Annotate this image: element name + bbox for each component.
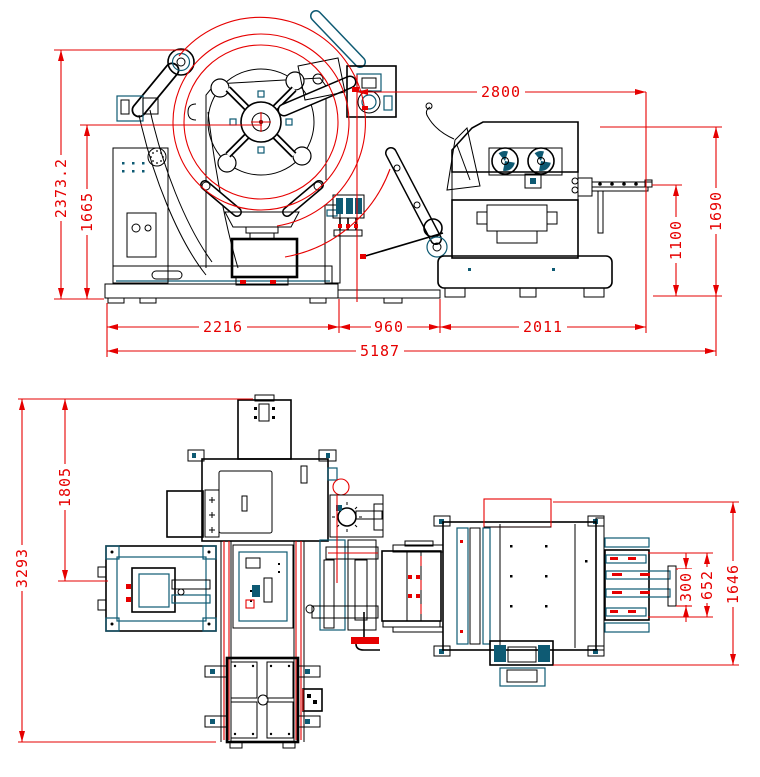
press-arm: [277, 10, 366, 117]
dim-label-1690: 1690: [707, 188, 725, 234]
control-cabinet: [112, 147, 169, 284]
handwheel-right: [527, 147, 555, 175]
coil-od-circles: [172, 16, 391, 258]
dim-text-passline-height: 1100: [667, 220, 685, 260]
dim-label-1805: 1805: [56, 464, 74, 510]
dim-label-652: 652: [698, 567, 716, 603]
hold-down-arm: [116, 48, 213, 276]
straightener-machine: [437, 121, 613, 298]
plan-feeder-head: [237, 394, 292, 460]
dim-label-2216: 2216: [199, 318, 247, 336]
dim-text-cassette-span: 652: [698, 570, 716, 600]
dim-text-straightener-width: 1646: [724, 564, 742, 604]
coil-car: [200, 180, 324, 286]
plan-roller-cassette: [595, 517, 677, 651]
plan-oiler-stand: [351, 612, 380, 651]
plan-pump-box: [302, 688, 323, 712]
dim-label-1665: 1665: [78, 189, 96, 235]
plan-view-dimensions: 3293 1805 1646 652 300: [13, 398, 742, 743]
dim-label-2373: 2373.2: [52, 155, 70, 221]
dim-label-5187: 5187: [356, 342, 404, 360]
side-view: 2373.2 1665 2800 1690 1100 2216: [52, 10, 725, 360]
plan-roll-feed-box: [381, 540, 444, 633]
dim-text-overall-height: 2373.2: [52, 158, 70, 218]
plan-feed-rails: [204, 541, 321, 749]
exit-table: [577, 177, 653, 234]
handwheel-left: [491, 147, 519, 175]
mandrel-hub: [207, 68, 315, 176]
plan-view: 3293 1805 1646 652 300: [13, 394, 742, 749]
dim-label-3293: 3293: [13, 545, 31, 591]
dim-text-straightener-height: 1690: [707, 191, 725, 231]
dim-text-mandrel-height: 1665: [78, 192, 96, 232]
dim-text-overall-depth: 3293: [13, 548, 31, 588]
dim-label-300: 300: [677, 569, 695, 605]
decoiler-base: [104, 265, 441, 304]
plan-main-block: [166, 449, 338, 542]
plan-drive-unit: [305, 478, 384, 631]
snubber-unit: [332, 194, 365, 237]
dim-text-fork-span: 300: [677, 572, 695, 602]
plan-bottom-attachment: [489, 640, 554, 687]
dim-label-2011: 2011: [519, 318, 567, 336]
dim-label-960: 960: [371, 318, 407, 336]
side-view-dimensions: 2373.2 1665 2800 1690 1100 2216: [52, 49, 725, 360]
dim-text-head-offset: 1805: [56, 467, 74, 507]
plan-side-shift-unit: [97, 545, 217, 632]
dim-text-feeder-span: 2800: [481, 83, 521, 101]
plan-lower-cabinet: [204, 656, 321, 749]
dim-text-decoiler-base: 2216: [203, 318, 243, 336]
inlet-support-arm: [360, 102, 455, 259]
dim-text-straightener-base: 2011: [523, 318, 563, 336]
dim-label-1100: 1100: [667, 217, 685, 263]
plan-straightener-block: [433, 498, 605, 687]
dim-label-2800: 2800: [477, 83, 525, 101]
dim-text-middle-gap: 960: [374, 318, 404, 336]
dim-text-overall-length: 5187: [360, 342, 400, 360]
dim-label-1646: 1646: [724, 561, 742, 607]
